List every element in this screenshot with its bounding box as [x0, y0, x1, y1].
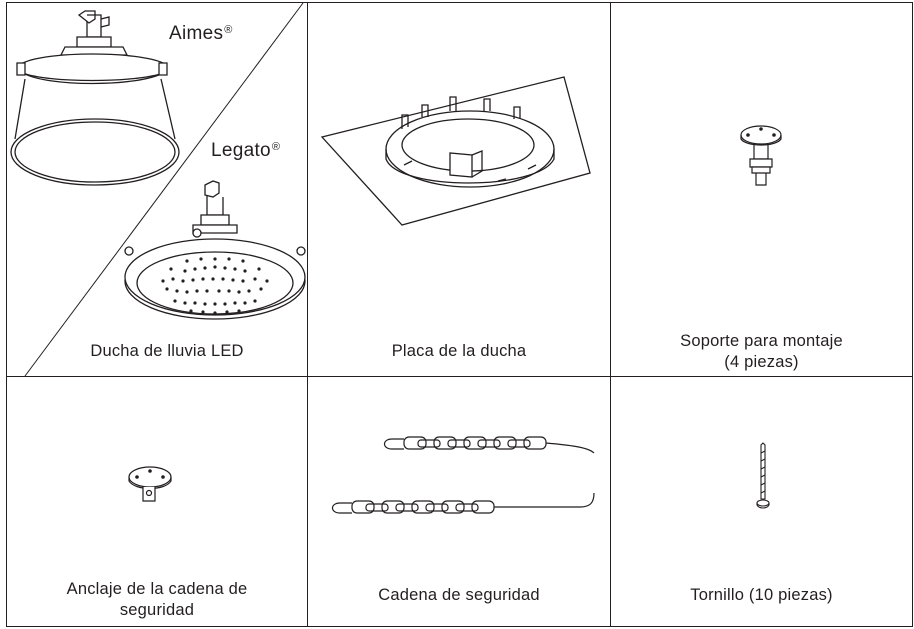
- part-caption: Soporte para montaje (4 piezas): [680, 332, 843, 371]
- chain-anchor-icon: [125, 463, 175, 533]
- parts-grid: Aimes® Legato®: [6, 2, 913, 627]
- part-cell-rain-shower: Aimes® Legato®: [7, 3, 307, 376]
- part-cell-chain-anchor: Anclaje de la cadena de seguridad: [7, 377, 307, 626]
- mounting-bracket-icon: [736, 123, 786, 223]
- brand-label-legato: Legato®: [211, 140, 281, 161]
- diagonal-divider: [7, 3, 307, 376]
- shower-plate-icon: [318, 41, 598, 231]
- part-caption: Anclaje de la cadena de seguridad: [66, 580, 248, 619]
- part-cell-mounting-bracket: Soporte para montaje (4 piezas): [611, 3, 912, 376]
- grid-divider: [7, 376, 912, 377]
- safety-chain-icon: [318, 427, 598, 527]
- part-caption: Placa de la ducha: [391, 342, 527, 360]
- brand-label-aimes: Aimes®: [169, 23, 233, 44]
- legato-shower-head-icon: [115, 181, 315, 331]
- part-caption: Tornillo (10 piezas): [690, 586, 833, 604]
- part-cell-screw: Tornillo (10 piezas): [611, 377, 912, 626]
- grid-divider: [610, 3, 611, 626]
- part-cell-shower-plate: Placa de la ducha: [308, 3, 610, 376]
- screw-icon: [753, 443, 773, 513]
- grid-divider: [307, 3, 308, 626]
- part-cell-safety-chain: Cadena de seguridad: [308, 377, 610, 626]
- aimes-shower-head-icon: [7, 7, 177, 197]
- part-caption: Cadena de seguridad: [378, 586, 540, 604]
- part-caption: Ducha de lluvia LED: [90, 342, 244, 360]
